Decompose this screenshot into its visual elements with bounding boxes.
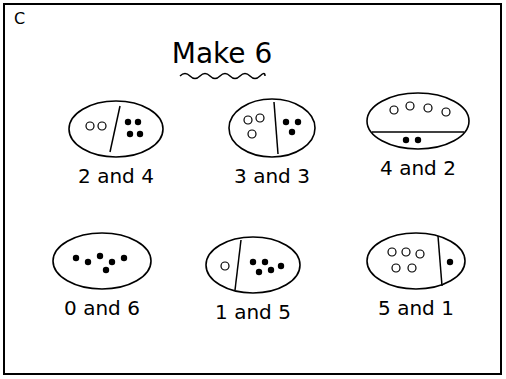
split-oval: 2 and 4 [68, 100, 164, 158]
divider-line [372, 131, 464, 133]
oval-outline [206, 237, 300, 293]
divider-line [438, 236, 442, 286]
split-oval: 4 and 2 [366, 92, 470, 150]
open-counter [388, 248, 396, 256]
filled-counter [256, 269, 262, 275]
filled-counter [103, 267, 109, 273]
filled-counter [137, 131, 143, 137]
open-counter [402, 248, 410, 256]
oval-outline [53, 233, 151, 289]
filled-counter [125, 119, 131, 125]
corner-letter: C [14, 10, 25, 28]
oval-drawing [68, 100, 164, 158]
split-oval: 3 and 3 [228, 98, 316, 158]
open-counter [248, 130, 256, 138]
number-bond-label: 2 and 4 [78, 164, 154, 188]
filled-counter [403, 137, 409, 143]
open-counter [244, 116, 252, 124]
number-bond-label: 1 and 5 [215, 300, 291, 324]
divider-line [235, 240, 241, 290]
open-counter [256, 114, 264, 122]
open-counter [406, 102, 414, 110]
filled-counter [262, 259, 268, 265]
filled-counter [121, 255, 127, 261]
filled-counter [278, 263, 284, 269]
oval-drawing [228, 98, 316, 158]
number-bond-label: 0 and 6 [64, 296, 140, 320]
filled-counter [289, 129, 295, 135]
filled-counter [283, 119, 289, 125]
page-border [4, 4, 501, 374]
filled-counter [250, 259, 256, 265]
filled-counter [127, 131, 133, 137]
open-counter [424, 104, 432, 112]
open-counter [392, 264, 400, 272]
oval-drawing [366, 232, 466, 290]
filled-counter [447, 259, 453, 265]
filled-counter [415, 137, 421, 143]
open-counter [221, 262, 229, 270]
filled-counter [109, 259, 115, 265]
number-bond-label: 5 and 1 [378, 296, 454, 320]
number-bond-label: 3 and 3 [234, 164, 310, 188]
filled-counter [97, 253, 103, 259]
split-oval: 1 and 5 [205, 236, 301, 294]
divider-line [110, 106, 120, 152]
oval-outline [367, 233, 465, 289]
open-counter [390, 106, 398, 114]
filled-counter [135, 119, 141, 125]
open-counter [416, 250, 424, 258]
oval-outline [69, 101, 163, 157]
filled-counter [268, 267, 274, 273]
open-counter [86, 122, 94, 130]
wavy-underline [180, 74, 265, 79]
open-counter [408, 264, 416, 272]
split-oval: 0 and 6 [52, 232, 152, 290]
oval-drawing [366, 92, 470, 150]
oval-outline [367, 93, 469, 149]
open-counter [98, 122, 106, 130]
divider-line [274, 102, 278, 154]
number-bond-label: 4 and 2 [380, 156, 456, 180]
open-counter [442, 108, 450, 116]
filled-counter [73, 255, 79, 261]
filled-counter [85, 259, 91, 265]
split-oval: 5 and 1 [366, 232, 466, 290]
oval-drawing [205, 236, 301, 294]
worksheet-title: Make 6 [172, 38, 272, 70]
filled-counter [295, 119, 301, 125]
oval-outline [229, 99, 315, 157]
oval-drawing [52, 232, 152, 290]
